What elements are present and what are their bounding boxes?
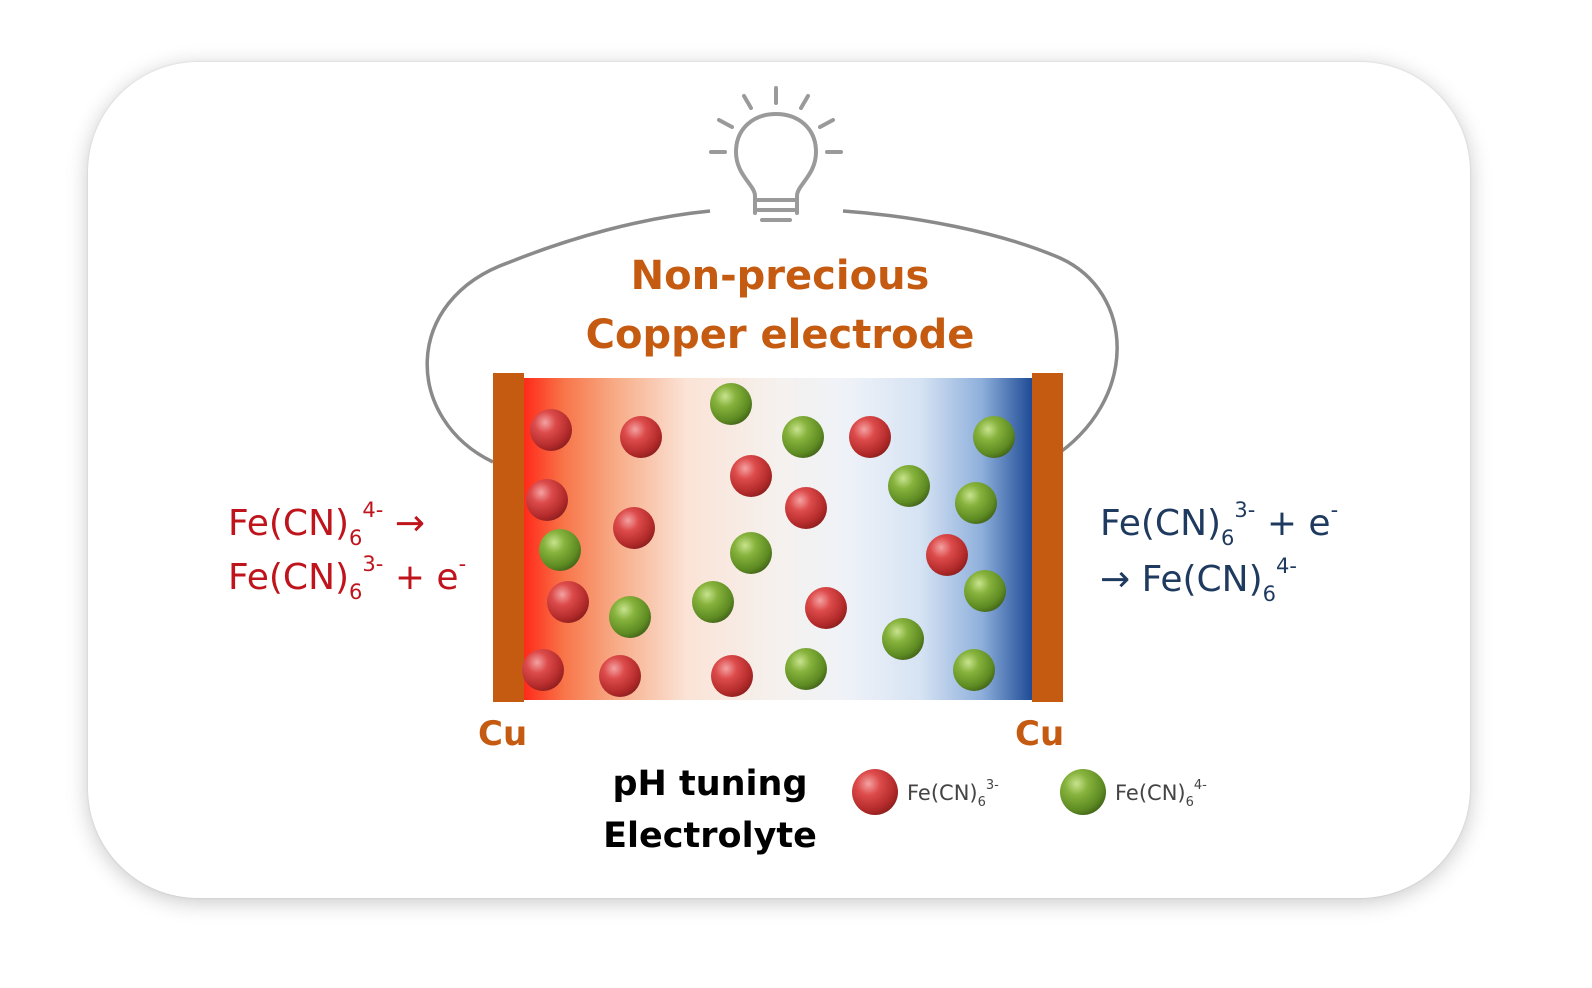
left-reaction-line2-sub: 6 bbox=[349, 580, 363, 604]
legend-green-swatch bbox=[1060, 769, 1106, 815]
ferrocyanide-particle bbox=[609, 596, 651, 638]
left-reaction-line2-electron: + e bbox=[383, 557, 459, 598]
legend-green-sup: 4- bbox=[1193, 778, 1207, 793]
right-reaction-line2-formula: → Fe(CN) bbox=[1100, 559, 1263, 600]
left-electrode-label: Cu bbox=[478, 714, 528, 754]
ferrocyanide-particle bbox=[888, 465, 930, 507]
legend-green-formula: Fe(CN) bbox=[1115, 781, 1186, 805]
ferricyanide-particle bbox=[613, 507, 655, 549]
ferrocyanide-particle bbox=[973, 416, 1015, 458]
left-reaction-line1-sup: 4- bbox=[362, 498, 384, 522]
right-reaction-line2-sub: 6 bbox=[1262, 582, 1277, 606]
ferricyanide-particle bbox=[730, 455, 772, 497]
ferrocyanide-particle bbox=[782, 416, 824, 458]
ferricyanide-particle bbox=[785, 487, 827, 529]
right-reaction-line1-sup: 3- bbox=[1234, 498, 1256, 522]
ferricyanide-particle bbox=[805, 587, 847, 629]
left-copper-electrode bbox=[493, 373, 524, 702]
left-reaction-line1: Fe(CN)6 4- → bbox=[228, 500, 425, 549]
right-reaction-line1-electron: + e bbox=[1255, 503, 1331, 544]
legend-green-sub: 6 bbox=[1185, 795, 1194, 810]
ferricyanide-particle bbox=[530, 409, 572, 451]
right-reaction-line1: Fe(CN)6 3- + e- bbox=[1100, 500, 1338, 549]
left-reaction-line1-sub: 6 bbox=[349, 526, 363, 550]
ferrocyanide-particle bbox=[882, 618, 924, 660]
ferricyanide-particle bbox=[526, 479, 568, 521]
right-reaction-line1-formula: Fe(CN) bbox=[1100, 503, 1222, 544]
lightbulb-icon bbox=[709, 86, 843, 222]
left-reaction-line1-arrow: → bbox=[383, 503, 425, 544]
legend-red-sup: 3- bbox=[985, 778, 999, 793]
diagram-title-line2: Copper electrode bbox=[585, 312, 975, 358]
ferrocyanide-particle bbox=[730, 532, 772, 574]
ferrocyanide-particle bbox=[955, 482, 997, 524]
left-reaction-line2-electron-charge: - bbox=[458, 552, 467, 576]
right-electrode-label: Cu bbox=[1015, 714, 1065, 754]
left-reaction-line1-formula: Fe(CN) bbox=[228, 503, 350, 544]
ferrocyanide-particle bbox=[539, 529, 581, 571]
circuit-wire bbox=[425, 209, 711, 464]
ferricyanide-particle bbox=[849, 416, 891, 458]
electrolyte-label-line2: Electrolyte bbox=[603, 816, 817, 856]
ferrocyanide-particle bbox=[785, 648, 827, 690]
legend-red-swatch bbox=[852, 769, 898, 815]
ferricyanide-particle bbox=[522, 649, 564, 691]
circuit-wire-right bbox=[842, 209, 1119, 460]
left-reaction-line2-formula: Fe(CN) bbox=[228, 557, 350, 598]
legend-green-label: Fe(CN)6 4- bbox=[1115, 778, 1207, 809]
right-reaction-line2: → Fe(CN)6 4- bbox=[1100, 556, 1297, 605]
ferrocyanide-particle bbox=[953, 649, 995, 691]
right-reaction-line2-sup: 4- bbox=[1276, 554, 1297, 578]
ferrocyanide-particle bbox=[692, 581, 734, 623]
species-particles bbox=[522, 383, 1015, 697]
ferrocyanide-particle bbox=[964, 570, 1006, 612]
left-reaction-line2: Fe(CN)6 3- + e- bbox=[228, 554, 466, 603]
ferricyanide-particle bbox=[599, 655, 641, 697]
right-reaction-line1-sub: 6 bbox=[1221, 526, 1235, 550]
ferricyanide-particle bbox=[547, 581, 589, 623]
legend-red-label: Fe(CN)6 3- bbox=[907, 778, 999, 809]
diagram-title-line1: Non-precious bbox=[630, 253, 930, 299]
ferricyanide-particle bbox=[926, 534, 968, 576]
ferricyanide-particle bbox=[711, 655, 753, 697]
ferricyanide-particle bbox=[620, 416, 662, 458]
right-copper-electrode bbox=[1032, 373, 1063, 702]
left-reaction-line2-sup: 3- bbox=[362, 552, 384, 576]
right-reaction-line1-electron-charge: - bbox=[1330, 498, 1339, 522]
ferrocyanide-particle bbox=[710, 383, 752, 425]
electrolyte-label-line1: pH tuning bbox=[612, 764, 808, 804]
legend-red-formula: Fe(CN) bbox=[907, 781, 978, 805]
legend-red-sub: 6 bbox=[977, 795, 986, 810]
